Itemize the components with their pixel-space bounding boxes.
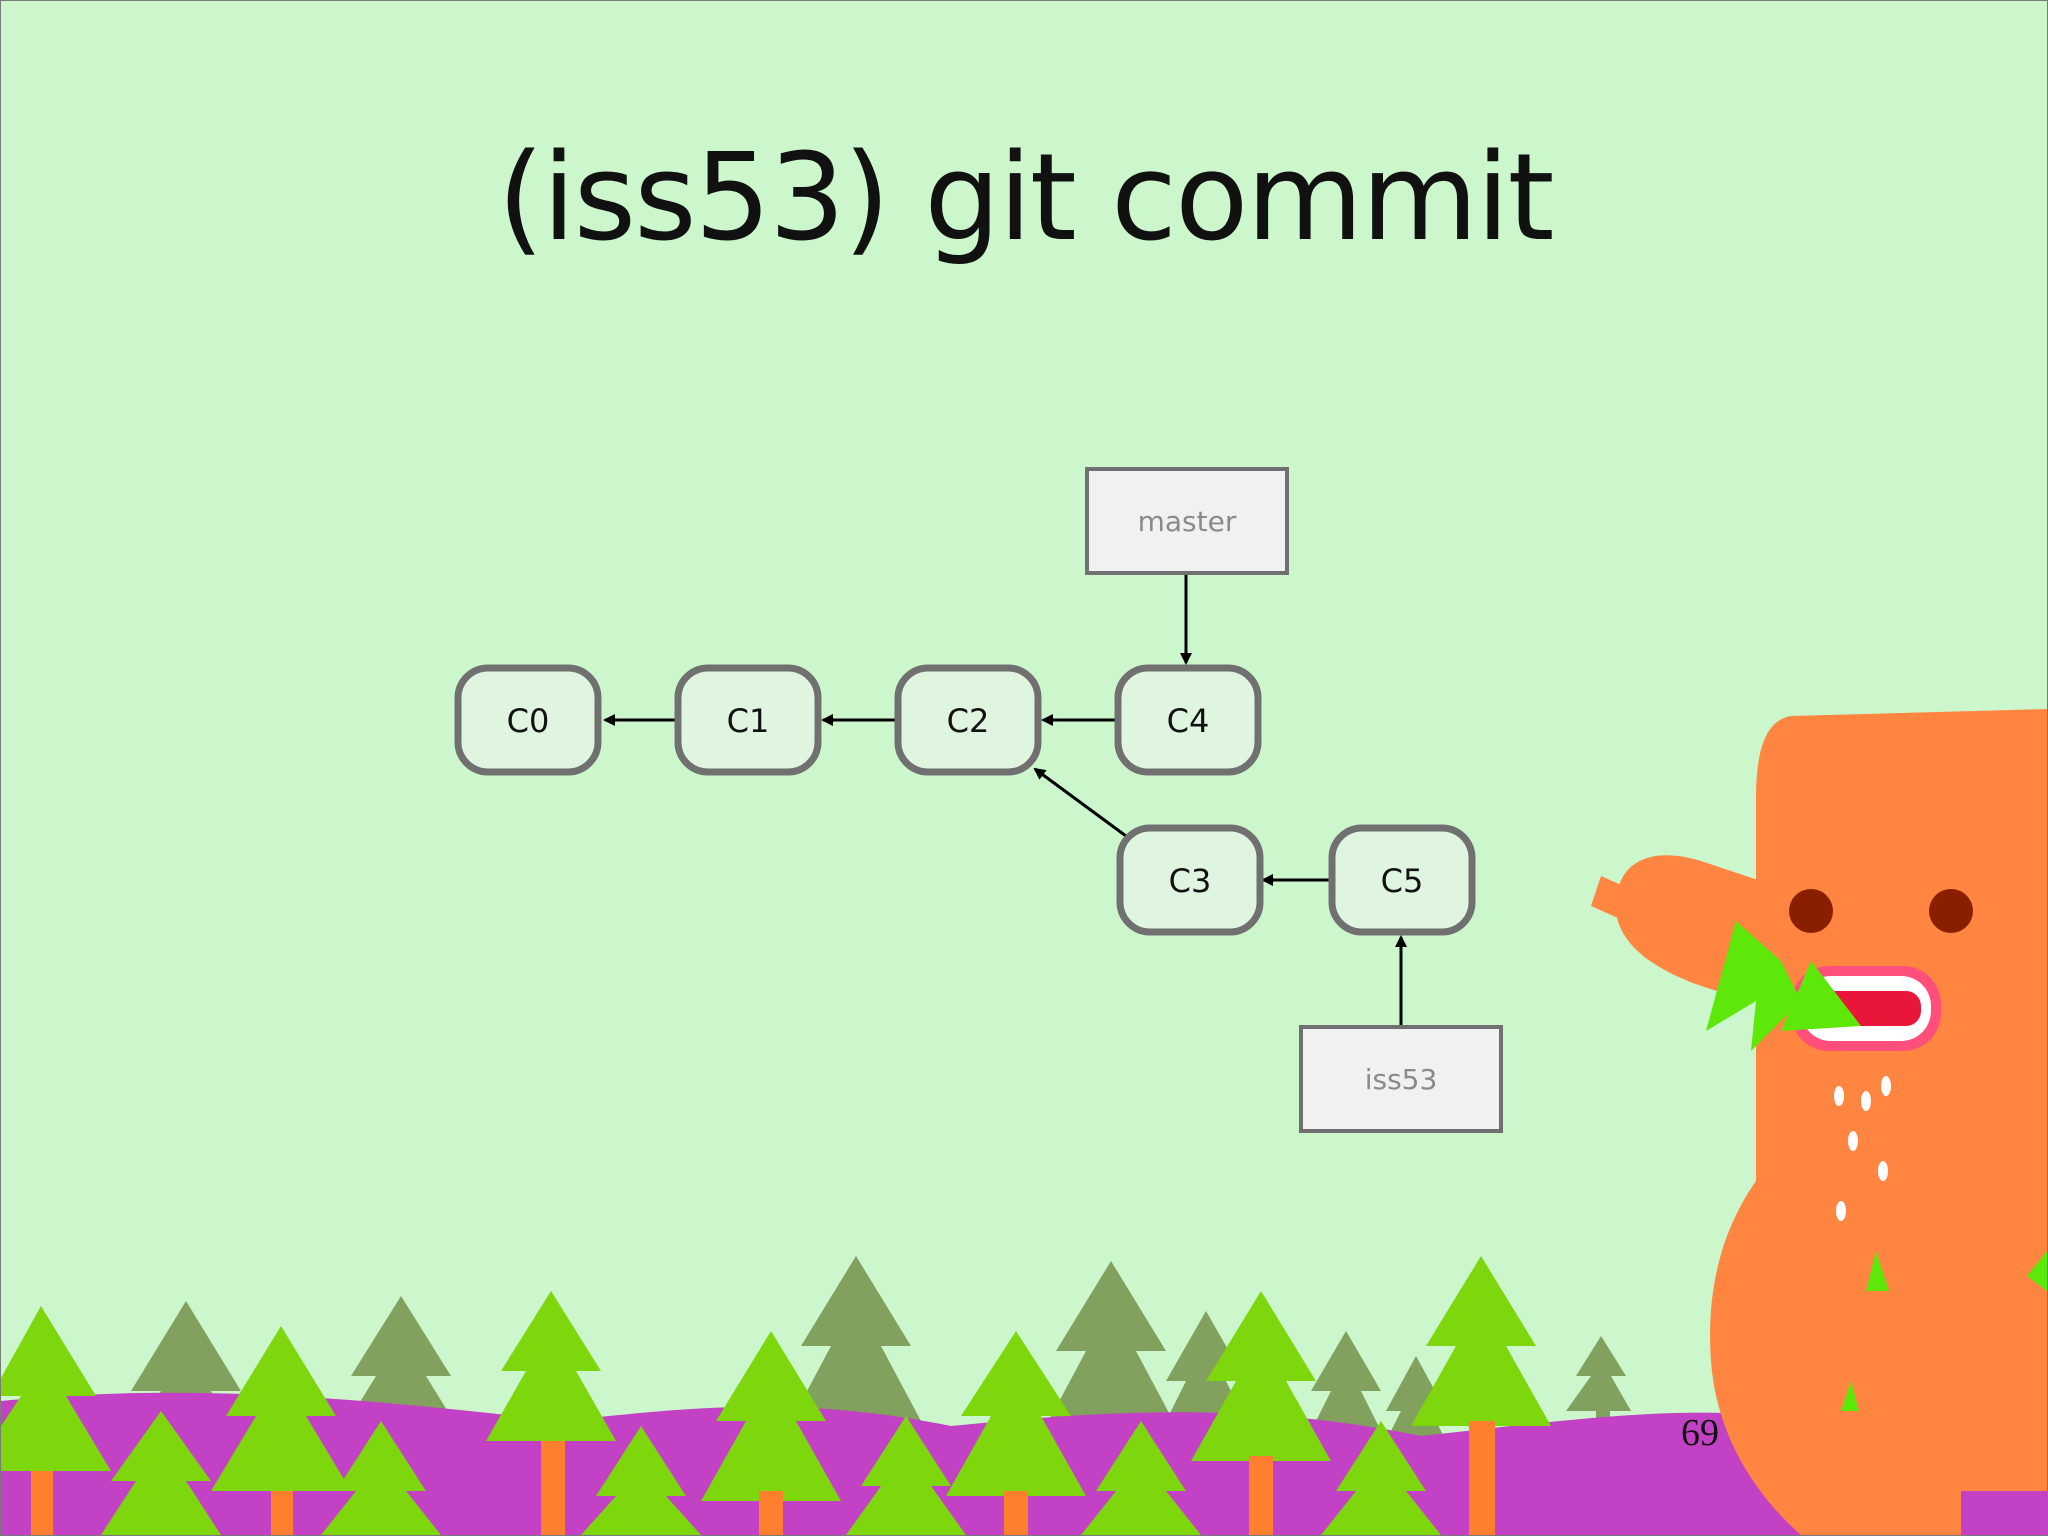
commit-c2: C2 — [894, 664, 1042, 776]
commit-c4: C4 — [1114, 664, 1262, 776]
page-number: 69 — [1681, 1412, 1719, 1454]
foreground-trees — [1, 1256, 1551, 1535]
commit-label: C0 — [507, 702, 550, 740]
slide-title: (iss53) git commit — [497, 129, 1554, 268]
edge-c3-c2 — [1033, 767, 1127, 838]
commit-label: C5 — [1381, 862, 1424, 900]
branch-iss53: iss53 — [1299, 1025, 1503, 1133]
monster-illustration — [1591, 709, 2047, 1535]
commit-c5: C5 — [1328, 824, 1476, 936]
commit-label: C1 — [727, 702, 770, 740]
commit-label: C4 — [1167, 702, 1210, 740]
commit-label: C3 — [1169, 862, 1212, 900]
edges — [603, 573, 1407, 1026]
branch-label: iss53 — [1365, 1063, 1438, 1096]
commit-c0: C0 — [454, 664, 602, 776]
branch-master: master — [1085, 467, 1289, 575]
commit-c3: C3 — [1116, 824, 1264, 936]
commit-label: C2 — [947, 702, 990, 740]
commit-c1: C1 — [674, 664, 822, 776]
branch-label: master — [1138, 505, 1237, 538]
